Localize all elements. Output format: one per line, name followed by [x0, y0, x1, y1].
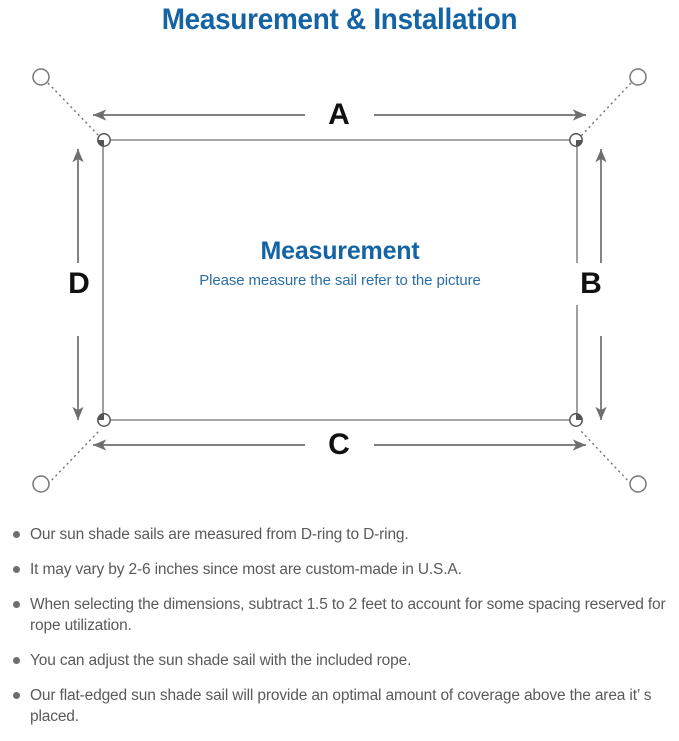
sail-diagram [32, 68, 647, 493]
rope-line-bottom-right [580, 430, 632, 485]
d-ring-top-right-tab [576, 140, 583, 147]
dimension-label-c: C [312, 428, 366, 462]
anchor-point-top-right [629, 68, 647, 86]
dimension-label-a: A [312, 98, 366, 132]
notes-list: Our sun shade sails are measured from D-… [0, 524, 679, 741]
note-item: Our sun shade sails are measured from D-… [0, 524, 679, 545]
note-item: You can adjust the sun shade sail with t… [0, 650, 679, 671]
note-text: It may vary by 2-6 inches since most are… [30, 561, 462, 578]
d-ring-bottom-left-tab [97, 413, 104, 420]
bullet-icon [13, 566, 20, 573]
note-text: Our flat-edged sun shade sail will provi… [30, 687, 652, 725]
note-text: You can adjust the sun shade sail with t… [30, 652, 412, 669]
note-item: When selecting the dimensions, subtract … [0, 594, 679, 636]
bullet-icon [13, 601, 20, 608]
note-text: Our sun shade sails are measured from D-… [30, 526, 409, 543]
rope-line-top-right [580, 82, 632, 137]
d-rings [97, 133, 583, 427]
d-ring-top-left-tab [97, 140, 104, 147]
anchor-point-top-left [32, 68, 50, 86]
anchor-point-bottom-left [32, 475, 50, 493]
note-item: Our flat-edged sun shade sail will provi… [0, 685, 679, 727]
anchor-points [32, 68, 647, 493]
sail-caption-title: Measurement [260, 237, 420, 265]
rope-lines [47, 82, 632, 485]
d-ring-bottom-right-tab [576, 413, 583, 420]
dimension-label-b: B [574, 263, 608, 305]
dimension-label-d: D [62, 263, 96, 305]
anchor-point-bottom-right [629, 475, 647, 493]
bullet-icon [13, 657, 20, 664]
page-title: Measurement & Installation [161, 3, 518, 36]
bullet-icon [13, 692, 20, 699]
note-text: When selecting the dimensions, subtract … [30, 596, 666, 634]
rope-line-top-left [47, 82, 100, 137]
rope-line-bottom-left [47, 430, 100, 485]
bullet-icon [13, 531, 20, 538]
sail-caption-subtitle: Please measure the sail refer to the pic… [199, 272, 481, 289]
note-item: It may vary by 2-6 inches since most are… [0, 559, 679, 580]
sail-center-caption: Measurement Please measure the sail refe… [103, 236, 577, 292]
